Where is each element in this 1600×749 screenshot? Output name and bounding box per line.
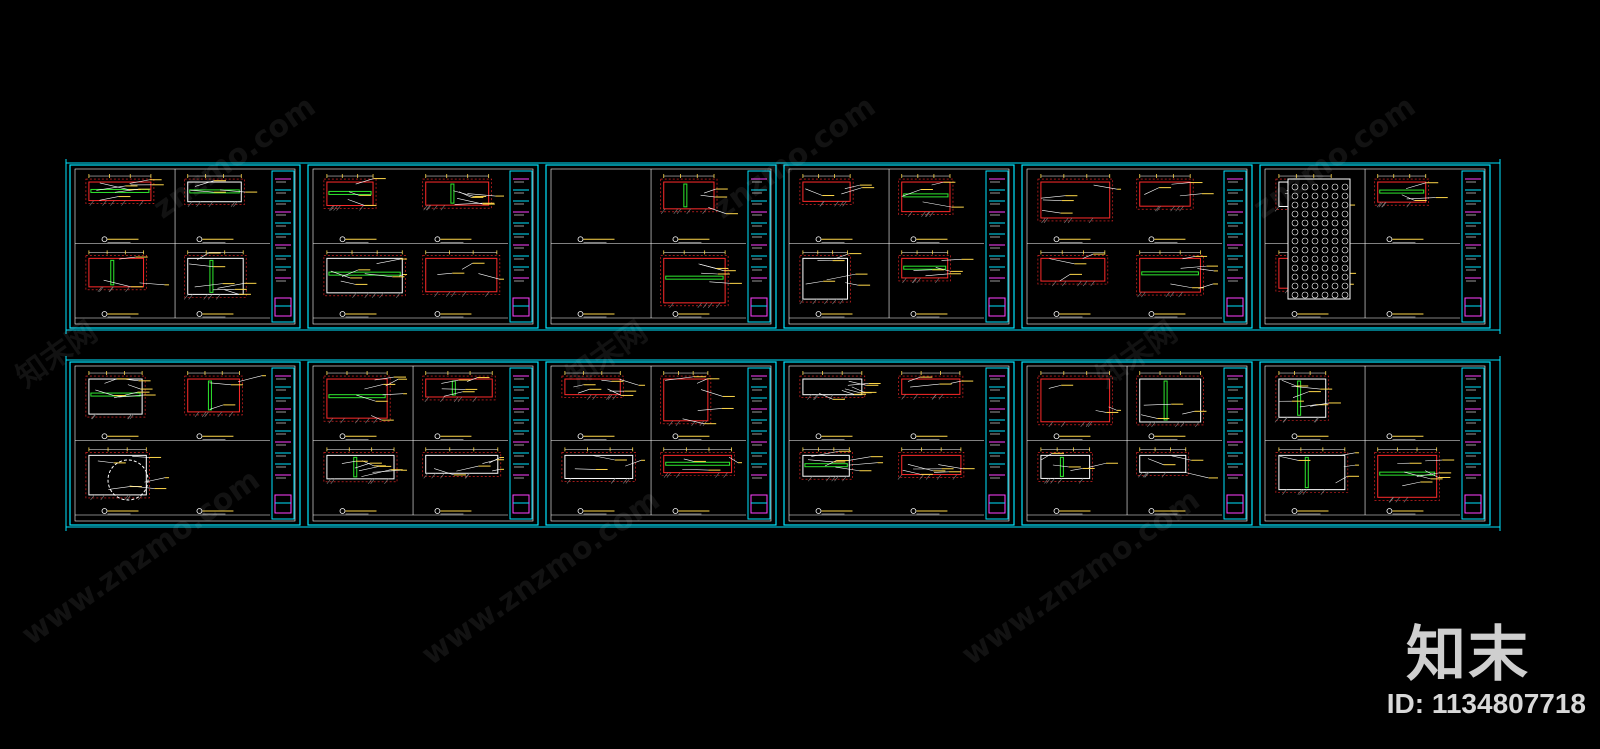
cad-sheet bbox=[1022, 165, 1252, 328]
asset-id-label: ID: 1134807718 bbox=[1387, 688, 1586, 720]
cad-sheet bbox=[546, 165, 776, 328]
brand-logo: 知末 bbox=[1406, 606, 1530, 693]
cad-sheet bbox=[1022, 362, 1252, 525]
cad-sheet bbox=[1260, 362, 1490, 525]
cad-sheet bbox=[546, 362, 776, 525]
cad-sheet bbox=[784, 362, 1014, 525]
cad-sheet bbox=[308, 362, 538, 525]
cad-sheet bbox=[784, 165, 1014, 328]
cad-sheet bbox=[1260, 165, 1490, 328]
cad-sheet bbox=[308, 165, 538, 328]
cad-sheet bbox=[70, 362, 300, 525]
cad-sheet bbox=[70, 165, 300, 328]
